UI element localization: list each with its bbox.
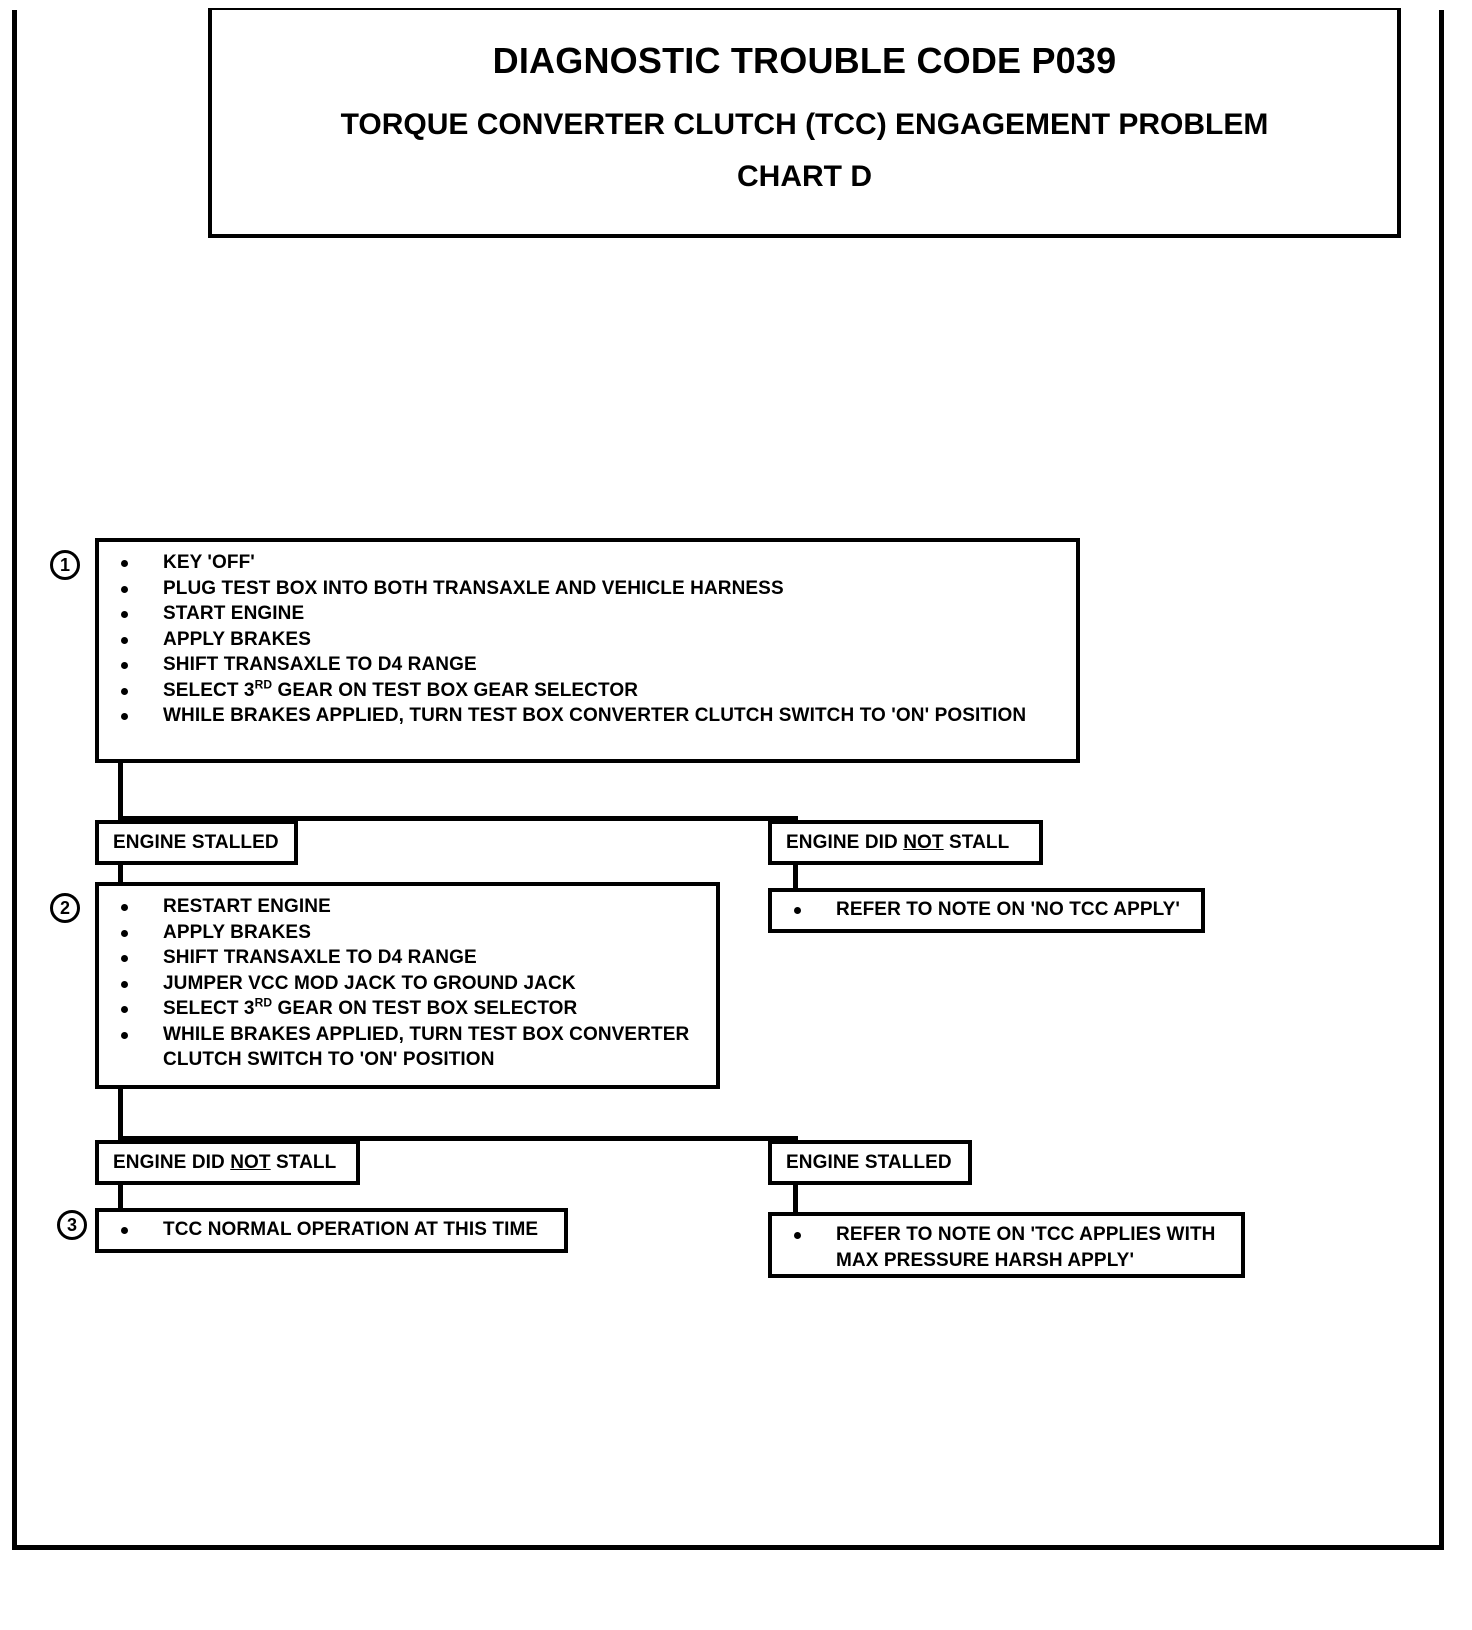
branch2-left-not: NOT <box>230 1151 271 1173</box>
step-marker-1: 1 <box>50 550 80 580</box>
list-item: APPLY BRAKES <box>99 920 716 946</box>
title-block: DIAGNOSTIC TROUBLE CODE P039 TORQUE CONV… <box>208 10 1401 238</box>
list-item-ordinal: SELECT 3RD GEAR ON TEST BOX GEAR SELECTO… <box>99 678 1076 704</box>
connector-step1-vertical <box>118 763 123 820</box>
list-item-line1: REFER TO NOTE ON 'TCC APPLIES WITH <box>836 1224 1216 1245</box>
ordinal-post: GEAR ON TEST BOX GEAR SELECTOR <box>272 679 639 701</box>
branch1-right-label-box: ENGINE DID NOT STALL <box>768 820 1043 865</box>
step2-list: RESTART ENGINE APPLY BRAKES SHIFT TRANSA… <box>99 886 716 1079</box>
page-border-bottom <box>12 1545 1444 1550</box>
step1-list: KEY 'OFF' PLUG TEST BOX INTO BOTH TRANSA… <box>99 542 1076 735</box>
list-item-ordinal: SELECT 3RD GEAR ON TEST BOX SELECTOR <box>99 996 716 1022</box>
page-border-right <box>1439 10 1444 1550</box>
branch2-right-label: ENGINE STALLED <box>786 1151 952 1173</box>
page-border-left <box>12 10 17 1550</box>
branch2-left-label-box: ENGINE DID NOT STALL <box>95 1140 360 1185</box>
step-marker-2: 2 <box>50 893 80 923</box>
branch1-right-not: NOT <box>903 831 944 853</box>
step2-instruction-box: RESTART ENGINE APPLY BRAKES SHIFT TRANSA… <box>95 882 720 1089</box>
ordinal-suffix: RD <box>254 677 273 692</box>
connector-branch1-right-to-result <box>793 865 798 890</box>
list-item: RESTART ENGINE <box>99 894 716 920</box>
final-left-list: TCC NORMAL OPERATION AT THIS TIME <box>99 1212 564 1249</box>
final-right-result-box: REFER TO NOTE ON 'TCC APPLIES WITH MAX PR… <box>768 1212 1245 1278</box>
list-item-multiline: REFER TO NOTE ON 'TCC APPLIES WITH MAX PR… <box>772 1222 1241 1273</box>
chart-title-sub: TORQUE CONVERTER CLUTCH (TCC) ENGAGEMENT… <box>340 108 1269 141</box>
step-marker-3: 3 <box>57 1210 87 1240</box>
connector-step2-vertical <box>118 1089 123 1141</box>
connector-branch1-horizontal <box>118 816 798 821</box>
list-item: KEY 'OFF' <box>99 550 1076 576</box>
connector-branch1-left-to-step2 <box>118 865 123 890</box>
list-item: START ENGINE <box>99 601 1076 627</box>
list-item-multiline: WHILE BRAKES APPLIED, TURN TEST BOX CONV… <box>99 1022 716 1073</box>
branch2-right-label-box: ENGINE STALLED <box>768 1140 972 1185</box>
ordinal-suffix: RD <box>254 995 273 1010</box>
chart-title-chart-id: CHART D <box>737 160 872 193</box>
ordinal-post: GEAR ON TEST BOX SELECTOR <box>272 998 578 1019</box>
branch2-left-pre: ENGINE DID <box>113 1151 231 1173</box>
branch2-left-post: STALL <box>270 1151 337 1173</box>
ordinal-pre: SELECT 3 <box>163 998 255 1019</box>
list-item: TCC NORMAL OPERATION AT THIS TIME <box>99 1217 564 1243</box>
list-item: JUMPER VCC MOD JACK TO GROUND JACK <box>99 971 716 997</box>
list-item: SHIFT TRANSAXLE TO D4 RANGE <box>99 652 1076 678</box>
connector-branch2-left-to-final <box>118 1185 123 1212</box>
connector-branch2-right-to-final <box>793 1185 798 1212</box>
connector-branch2-horizontal <box>118 1136 798 1141</box>
list-item: PLUG TEST BOX INTO BOTH TRANSAXLE AND VE… <box>99 576 1076 602</box>
list-item-line2: MAX PRESSURE HARSH APPLY' <box>836 1249 1135 1271</box>
right-result1-list: REFER TO NOTE ON 'NO TCC APPLY' <box>772 892 1201 929</box>
list-item-line1: WHILE BRAKES APPLIED, TURN TEST BOX CONV… <box>163 1023 690 1045</box>
list-item-line2: CLUTCH SWITCH TO 'ON' POSITION <box>163 1049 495 1070</box>
branch1-right-label: ENGINE DID NOT STALL <box>772 832 1009 854</box>
list-item: WHILE BRAKES APPLIED, TURN TEST BOX CONV… <box>99 703 1076 729</box>
chart-title-main: DIAGNOSTIC TROUBLE CODE P039 <box>492 40 1117 81</box>
list-item: SHIFT TRANSAXLE TO D4 RANGE <box>99 945 716 971</box>
final-left-result-box: TCC NORMAL OPERATION AT THIS TIME <box>95 1208 568 1253</box>
list-item: APPLY BRAKES <box>99 627 1076 653</box>
list-item: REFER TO NOTE ON 'NO TCC APPLY' <box>772 897 1201 923</box>
branch1-right-pre: ENGINE DID <box>786 831 904 853</box>
branch1-left-label-box: ENGINE STALLED <box>95 820 298 865</box>
branch1-left-label: ENGINE STALLED <box>113 831 279 853</box>
ordinal-pre: SELECT 3 <box>163 679 255 701</box>
right-result1-box: REFER TO NOTE ON 'NO TCC APPLY' <box>768 888 1205 933</box>
final-right-list: REFER TO NOTE ON 'TCC APPLIES WITH MAX PR… <box>772 1216 1241 1279</box>
branch1-right-post: STALL <box>943 831 1010 853</box>
branch2-left-label: ENGINE DID NOT STALL <box>99 1152 336 1174</box>
step1-instruction-box: KEY 'OFF' PLUG TEST BOX INTO BOTH TRANSA… <box>95 538 1080 763</box>
